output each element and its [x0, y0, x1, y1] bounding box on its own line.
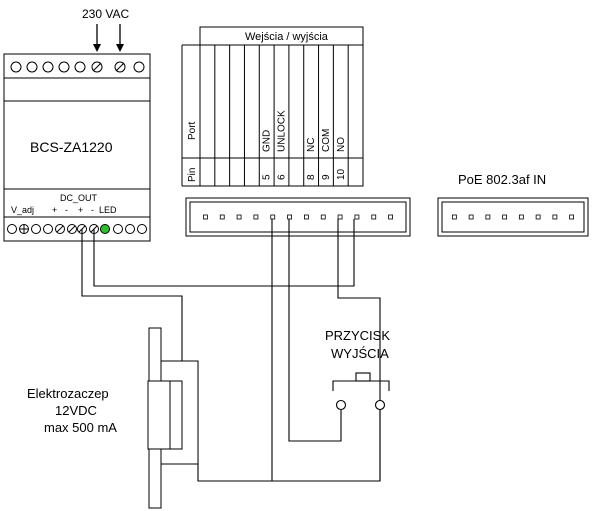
pin-mark: - [91, 205, 94, 215]
io-connector [185, 197, 411, 237]
voltage-label: 230 VAC [82, 7, 129, 21]
pin-number: 9 [321, 174, 332, 180]
connector-pin [203, 214, 208, 220]
poe-connector [437, 197, 589, 237]
connector-pin [518, 214, 524, 220]
power-supply-module: BCS-ZA1220 DC_OUT V_adj + - + - LED [3, 53, 151, 242]
io-table-title: Wejścia / wyjścia [245, 31, 329, 43]
row-pin-label: Pin [187, 168, 198, 182]
exit-button-line2: WYJŚCIA [331, 346, 389, 361]
lock-current: max 500 mA [44, 420, 117, 435]
port-label: COM [321, 129, 332, 152]
connector-pin [304, 214, 309, 220]
connector-pin [236, 214, 242, 220]
pin-number: 6 [277, 174, 288, 180]
connector-pin [354, 214, 360, 220]
wiring [81, 219, 381, 482]
connector-pin [219, 214, 225, 220]
connector-pin [320, 214, 326, 220]
io-table: Wejścia / wyjścia Port Pin GND 5 UNLOCK 6 NC… [181, 26, 364, 187]
connector-pin [253, 214, 259, 220]
electric-strike [147, 327, 199, 509]
exit-button-symbol [332, 372, 390, 411]
port-label: NO [336, 137, 347, 152]
connector-pin [270, 214, 276, 220]
pin-number: 5 [262, 174, 273, 180]
lock-name: Elektrozaczep [27, 386, 109, 401]
poe-label: PoE 802.3af IN [458, 172, 546, 187]
pin-mark: + [78, 205, 83, 215]
pin-number: 8 [306, 174, 317, 180]
port-label: GND [262, 130, 273, 152]
connector-pin [451, 214, 457, 220]
pin-mark: - [65, 205, 68, 215]
connector-pin [485, 214, 491, 220]
pin-mark: + [52, 205, 57, 215]
connector-pin [468, 214, 474, 220]
connector-pin [371, 214, 377, 220]
connector-pin [337, 214, 343, 220]
connector-pin [552, 214, 558, 220]
mains-input: 230 VAC [82, 7, 129, 52]
v-adj-label: V_adj [11, 205, 34, 215]
row-port-label: Port [187, 121, 198, 140]
port-label: UNLOCK [277, 110, 288, 152]
led-label: LED [99, 205, 117, 215]
connector-pin [388, 214, 393, 220]
led-indicator [100, 224, 110, 234]
exit-button-line1: PRZYCISK [325, 328, 390, 343]
arrow-down-icon [93, 44, 101, 52]
top-terminal-row [10, 61, 145, 73]
connector-pin [535, 214, 541, 220]
arrow-down-icon [116, 44, 124, 52]
dc-out-label: DC_OUT [60, 193, 98, 203]
port-label: NC [306, 138, 317, 152]
connector-pin [502, 214, 508, 220]
connector-pin [287, 214, 292, 220]
bottom-terminal-row [7, 224, 147, 234]
pin-number: 10 [336, 168, 347, 180]
lock-voltage: 12VDC [55, 403, 97, 418]
module-name: BCS-ZA1220 [30, 139, 113, 155]
connector-pin [569, 214, 575, 220]
